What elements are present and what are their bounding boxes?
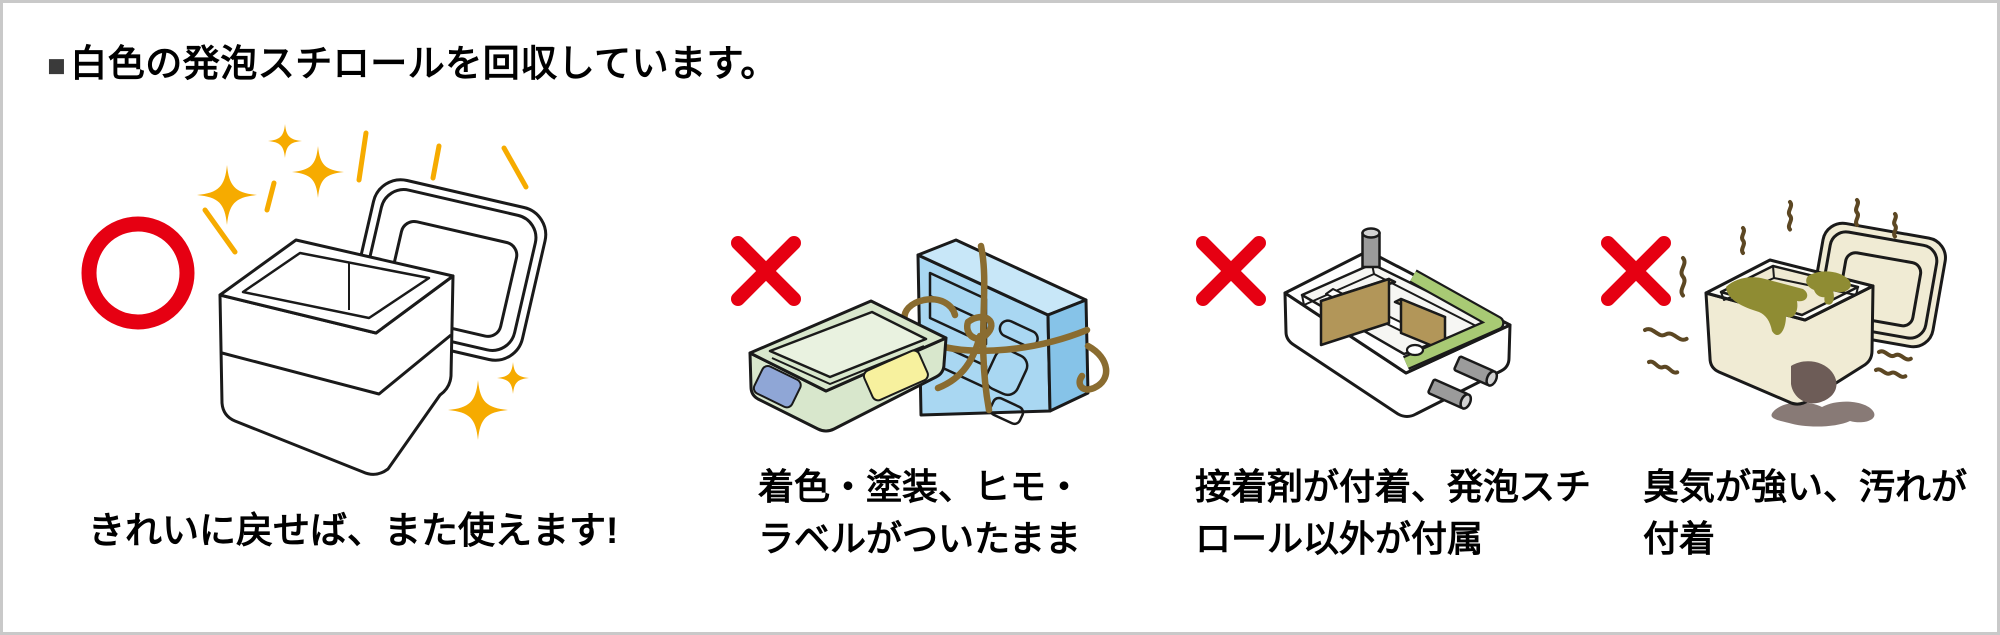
page-title-text: 白色の発泡スチロールを回収しています。 — [70, 43, 778, 84]
caption-line: ラベルがついたまま — [758, 518, 1081, 559]
cardboard-pieces — [1319, 277, 1447, 353]
dark-stain — [1791, 361, 1837, 404]
caption-line: 付着 — [1643, 518, 1716, 559]
panel-caption: 接着剤が付着、発泡スチ ロール以外が付属 — [1195, 461, 1591, 565]
panel-caption: きれいに戻せば、また使えます! — [88, 505, 619, 557]
spill-puddle — [1771, 401, 1875, 427]
adhesive-tape-strip — [1402, 269, 1505, 370]
caption-line: きれいに戻せば、また使えます! — [88, 510, 619, 551]
caption-line: 接着剤が付着、発泡スチ — [1195, 466, 1592, 507]
foam-box-with-parts-illustration — [1283, 227, 1512, 418]
metal-pin — [1427, 378, 1473, 410]
ng-cross-icon — [1196, 236, 1266, 306]
tray-label-blue — [752, 365, 802, 409]
colored-tray — [748, 299, 948, 433]
ng-cross-icon — [1601, 236, 1671, 306]
caption-line: ロール以外が付属 — [1195, 518, 1484, 559]
caption-line: 着色・塗装、ヒモ・ — [758, 466, 1083, 507]
metal-cylinder — [1361, 227, 1381, 269]
foam-box — [218, 238, 455, 476]
tied-box-and-tray-illustration — [748, 238, 1110, 433]
square-bullet-icon: ■ — [47, 48, 67, 83]
drain-hole — [1405, 343, 1425, 357]
ok-circle-icon — [81, 216, 195, 330]
ng-cross-icon — [731, 236, 801, 306]
foam-box-with-parts — [1283, 227, 1512, 418]
page-title: ■白色の発泡スチロールを回収しています。 — [47, 33, 778, 87]
panel-caption: 臭気が強い、汚れが 付着 — [1643, 461, 1967, 565]
caption-line: 臭気が強い、汚れが — [1643, 466, 1968, 507]
dirty-foam-box-illustration — [1642, 199, 1947, 427]
panel-caption: 着色・塗装、ヒモ・ ラベルがついたまま — [758, 461, 1082, 565]
tied-blue-box — [901, 238, 1110, 426]
clean-foam-box-illustration — [197, 124, 548, 476]
sparkles — [197, 124, 529, 440]
metal-pin — [1453, 355, 1499, 387]
tray-label-yellow — [862, 349, 929, 402]
grime-stains — [1726, 271, 1851, 336]
